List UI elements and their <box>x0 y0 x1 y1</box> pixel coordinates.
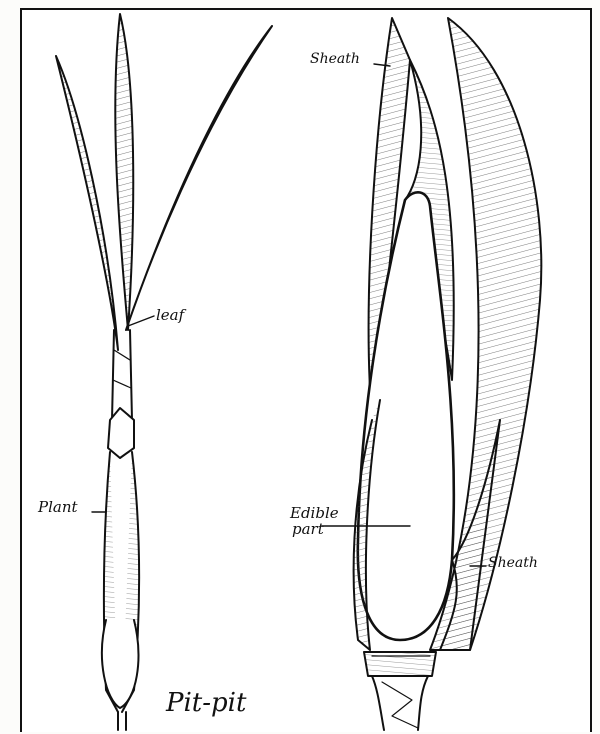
upper-stem <box>112 330 132 420</box>
base-bulge <box>102 620 138 708</box>
label-leaf: leaf <box>156 308 184 323</box>
diagram-title: Pit-pit <box>166 690 246 716</box>
label-sheath-bottom: Sheath <box>488 556 538 570</box>
label-sheath-top: Sheath <box>310 52 360 66</box>
right-leaf <box>126 26 272 330</box>
whole-plant-drawing <box>56 14 272 730</box>
label-edible-line1: Edible <box>290 506 339 521</box>
label-edible-line2: part <box>292 522 324 537</box>
label-plant: Plant <box>38 500 78 515</box>
base-stalk <box>372 676 428 730</box>
left-leaf <box>56 56 118 350</box>
edible-part-drawing <box>322 18 541 730</box>
center-leaf <box>115 14 133 330</box>
leaf-pointer-line <box>128 316 154 326</box>
